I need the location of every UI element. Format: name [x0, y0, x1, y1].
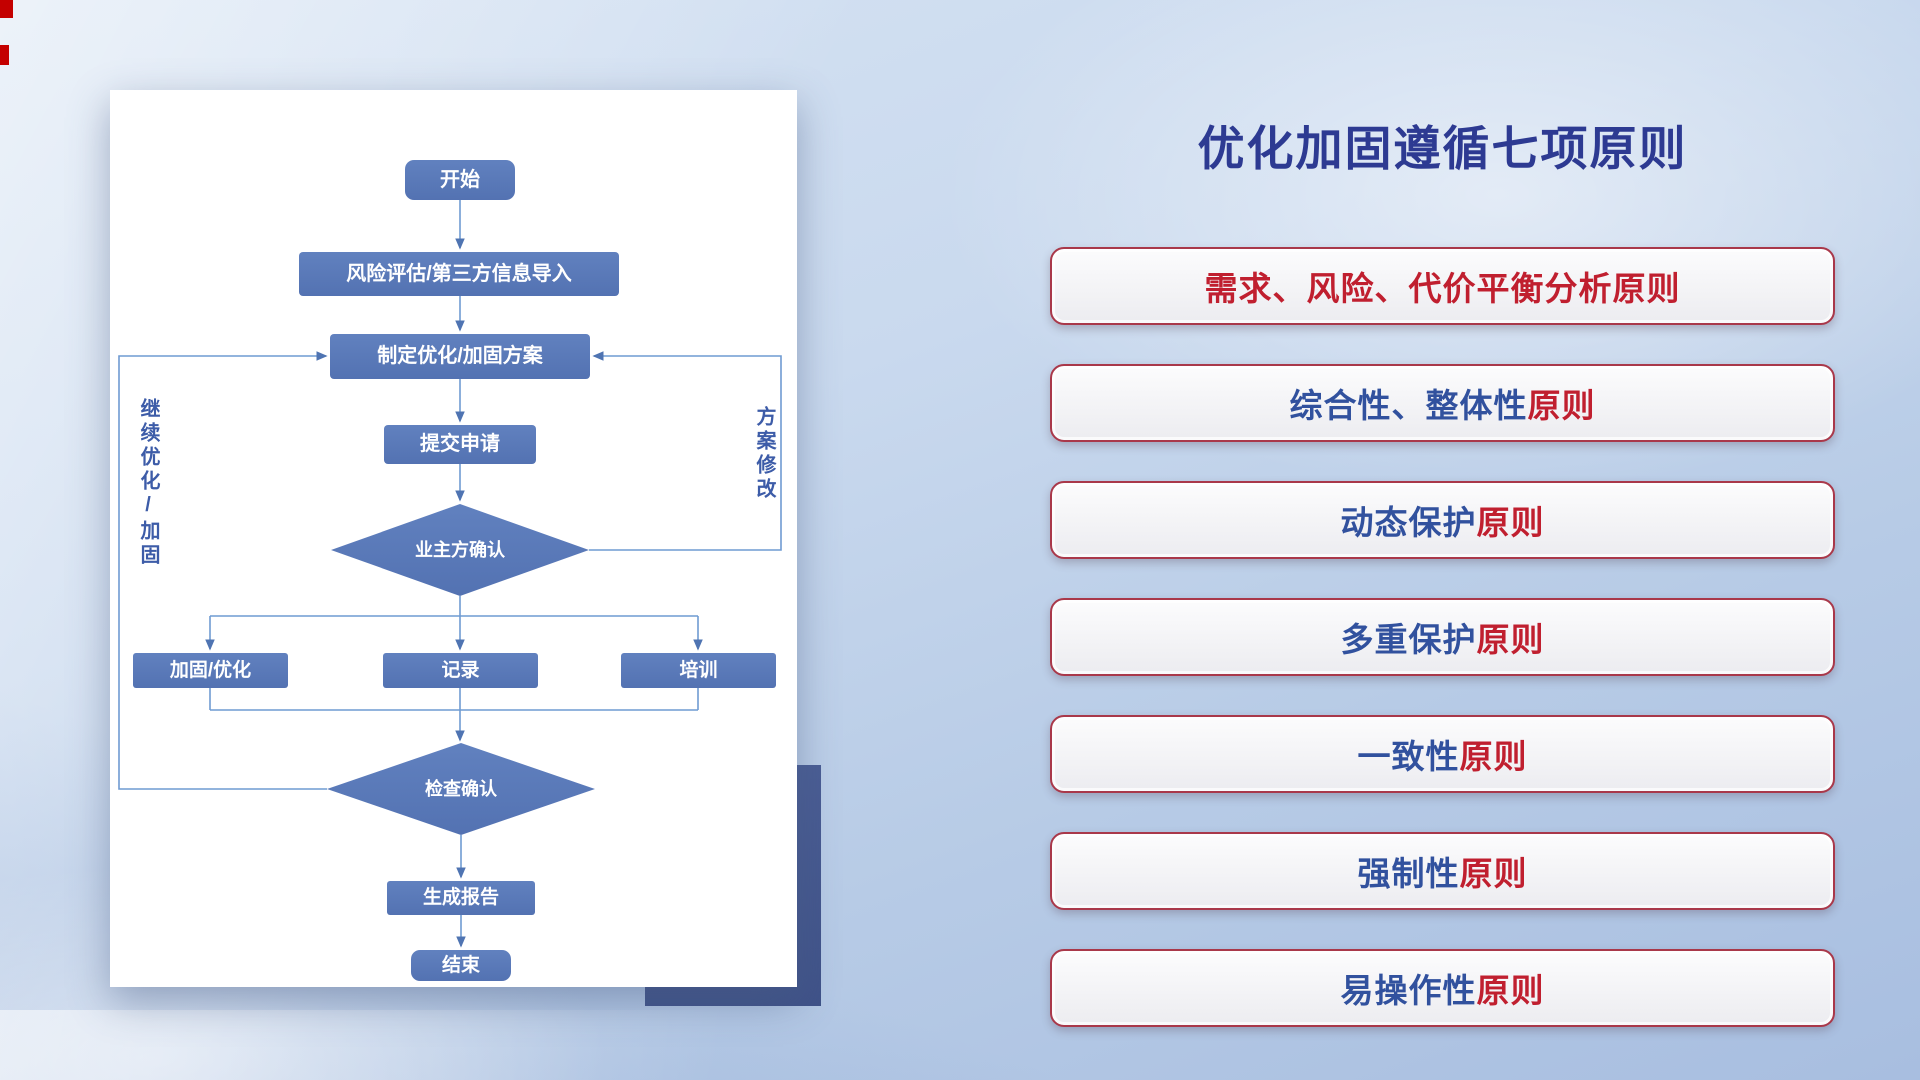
- flow-node-risk-import: 风险评估/第三方信息导入: [299, 252, 619, 296]
- decor-red-mark-top: [0, 0, 13, 18]
- page-title: 优化加固遵循七项原则: [1197, 122, 1688, 175]
- principle-text-blue: 易操作性: [1340, 972, 1477, 1009]
- principle-box-3: 动态保护原则: [1050, 481, 1835, 559]
- flow-node-end: 结束: [411, 950, 511, 981]
- flow-node-start: 开始: [405, 160, 515, 200]
- decor-light-streak: [0, 1010, 900, 1080]
- flowchart-connectors: [118, 200, 782, 948]
- principle-text-blue: 动态保护: [1340, 504, 1477, 541]
- principle-text-blue: 综合性、整体性: [1289, 387, 1528, 424]
- principle-text-red: 原则: [1476, 972, 1545, 1009]
- flowchart-card: 开始 风险评估/第三方信息导入 制定优化/加固方案 提交申请 业主方确认 加固/…: [110, 90, 797, 987]
- flow-node-record: 记录: [383, 653, 538, 688]
- principle-box-7: 易操作性原则: [1050, 949, 1835, 1027]
- principle-text-red: 原则: [1459, 738, 1528, 775]
- principle-box-6: 强制性原则: [1050, 832, 1835, 910]
- principle-text-blue: 多重保护: [1340, 621, 1477, 658]
- flow-node-submit: 提交申请: [384, 425, 536, 464]
- principle-text-red: 需求、风险、代价平衡分析原则: [1204, 270, 1681, 307]
- principle-text-red: 原则: [1527, 387, 1596, 424]
- principle-box-5: 一致性原则: [1050, 715, 1835, 793]
- principle-text-blue: 一致性: [1357, 738, 1460, 775]
- edge-label-plan-modify: 方案修改: [753, 406, 775, 502]
- flow-node-reinforce: 加固/优化: [133, 653, 288, 688]
- principle-text-blue: 强制性: [1357, 855, 1460, 892]
- principle-text-red: 原则: [1476, 504, 1545, 541]
- principle-text-red: 原则: [1476, 621, 1545, 658]
- principle-box-4: 多重保护原则: [1050, 598, 1835, 676]
- flow-node-report: 生成报告: [387, 881, 535, 915]
- principles-list: 需求、风险、代价平衡分析原则 综合性、整体性原则 动态保护原则 多重保护原则 一…: [1050, 247, 1835, 1027]
- edge-label-continue-optimize: 继续优化/加固: [137, 398, 159, 568]
- flow-node-make-plan: 制定优化/加固方案: [330, 334, 590, 379]
- principle-box-1: 需求、风险、代价平衡分析原则: [1050, 247, 1835, 325]
- flow-node-training: 培训: [621, 653, 776, 688]
- principle-text-red: 原则: [1459, 855, 1528, 892]
- decor-red-mark-left: [0, 45, 9, 65]
- principle-box-2: 综合性、整体性原则: [1050, 364, 1835, 442]
